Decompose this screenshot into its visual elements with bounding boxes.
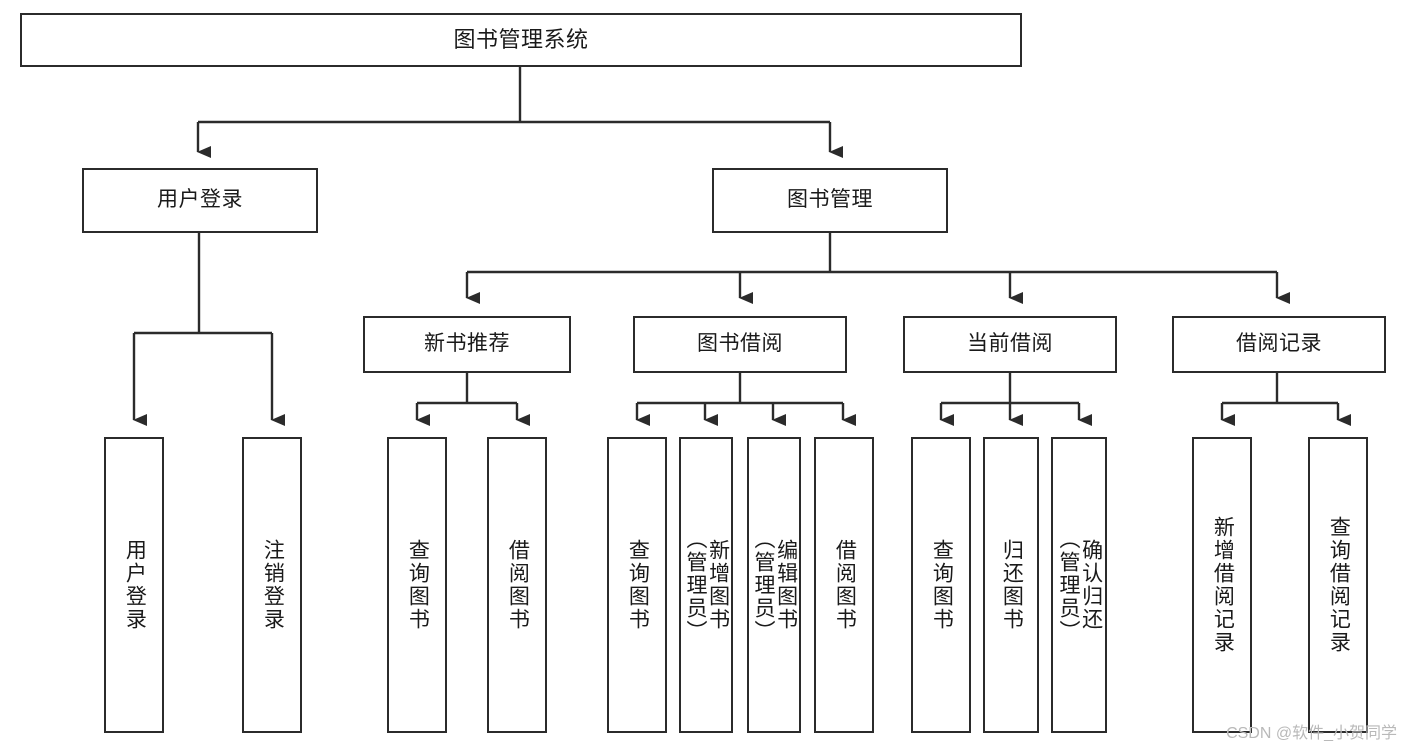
leaf-borrow-book-recommend[interactable]: 借阅图书 — [487, 437, 547, 733]
node-user-login[interactable]: 用户登录 — [82, 168, 318, 233]
node-new-book-recommendation[interactable]: 新书推荐 — [363, 316, 571, 373]
node-book-borrow[interactable]: 图书借阅 — [633, 316, 847, 373]
csdn-watermark: CSDN @软件_小贺同学 — [1226, 725, 1397, 742]
node-label: 查询图书 — [930, 539, 954, 631]
node-label: 确认归还 （管理员） — [1057, 527, 1103, 643]
node-root-system[interactable]: 图书管理系统 — [20, 13, 1022, 67]
node-label: 查询借阅记录 — [1327, 516, 1351, 654]
node-label: 图书管理 — [787, 188, 873, 212]
node-label: 查询图书 — [406, 539, 430, 631]
node-label: 查询图书 — [626, 539, 650, 631]
node-label: 借阅记录 — [1236, 332, 1322, 356]
leaf-add-book-admin[interactable]: 新增图书 （管理员） — [679, 437, 733, 733]
node-label: 归还图书 — [1000, 539, 1024, 631]
node-label: 图书管理系统 — [453, 27, 589, 53]
node-label: 借阅图书 — [833, 539, 857, 631]
node-book-management[interactable]: 图书管理 — [712, 168, 948, 233]
leaf-borrow-book-borrow[interactable]: 借阅图书 — [814, 437, 874, 733]
leaf-confirm-return-admin[interactable]: 确认归还 （管理员） — [1051, 437, 1107, 733]
leaf-edit-book-admin[interactable]: 编辑图书 （管理员） — [747, 437, 801, 733]
node-label: 新增图书 （管理员） — [684, 527, 730, 643]
leaf-user-login[interactable]: 用户登录 — [104, 437, 164, 733]
leaf-return-book[interactable]: 归还图书 — [983, 437, 1039, 733]
leaf-logout[interactable]: 注销登录 — [242, 437, 302, 733]
node-label: 注销登录 — [261, 539, 285, 631]
node-label: 新增借阅记录 — [1211, 516, 1235, 654]
node-borrow-record[interactable]: 借阅记录 — [1172, 316, 1386, 373]
leaf-query-borrow-record[interactable]: 查询借阅记录 — [1308, 437, 1368, 733]
node-label: 图书借阅 — [697, 332, 783, 356]
node-label: 新书推荐 — [424, 332, 510, 356]
node-label: 借阅图书 — [506, 539, 530, 631]
leaf-query-book-borrow[interactable]: 查询图书 — [607, 437, 667, 733]
node-label: 用户登录 — [123, 539, 147, 631]
node-label: 当前借阅 — [967, 332, 1053, 356]
leaf-add-borrow-record[interactable]: 新增借阅记录 — [1192, 437, 1252, 733]
node-label: 用户登录 — [157, 188, 243, 212]
leaf-query-book-current[interactable]: 查询图书 — [911, 437, 971, 733]
node-current-borrow[interactable]: 当前借阅 — [903, 316, 1117, 373]
node-label: 编辑图书 （管理员） — [752, 527, 798, 643]
leaf-query-book-recommend[interactable]: 查询图书 — [387, 437, 447, 733]
